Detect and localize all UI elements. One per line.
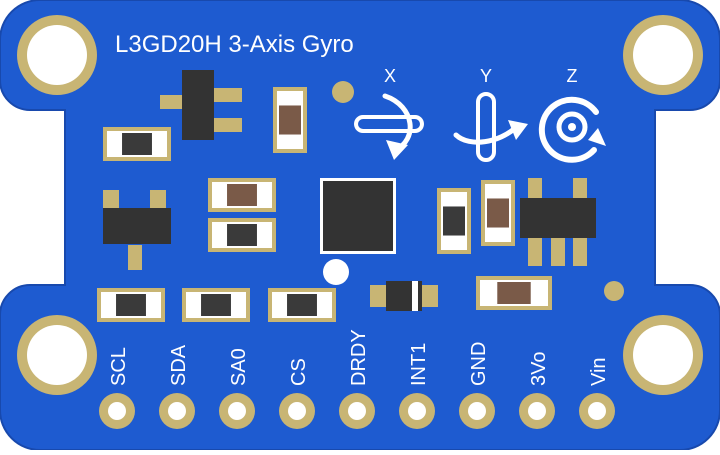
smd-resistor	[182, 288, 250, 322]
axis-label-z: Z	[567, 66, 578, 86]
mounting-hole-bottom-left	[17, 315, 97, 395]
pin-pad-3vo[interactable]	[519, 393, 555, 429]
pin-label-int1: INT1	[408, 343, 430, 386]
ceramic-capacitor	[273, 87, 307, 153]
pin-label-sda: SDA	[168, 344, 190, 386]
smd-resistor	[97, 288, 165, 322]
rotation-z-icon	[538, 96, 606, 163]
ceramic-capacitor	[476, 276, 552, 310]
sot-chip-right	[520, 178, 596, 266]
ceramic-capacitor	[481, 180, 515, 246]
pin-label-3vo: 3Vo	[528, 352, 550, 386]
pin-label-vin: Vin	[588, 357, 610, 386]
pin-pad-drdy[interactable]	[339, 393, 375, 429]
gyro-ic-chip	[320, 178, 396, 254]
smd-resistor	[103, 127, 171, 161]
transistor-chip	[103, 190, 171, 270]
regulator-chip	[160, 70, 242, 140]
pin-pad-sda[interactable]	[159, 393, 195, 429]
pin-pad-sa0[interactable]	[219, 393, 255, 429]
pin-pad-scl[interactable]	[99, 393, 135, 429]
mounting-hole-top-left	[17, 15, 97, 95]
board-title: L3GD20H 3-Axis Gyro	[115, 31, 354, 58]
smd-resistor	[208, 218, 276, 252]
axis-label-y: Y	[480, 66, 492, 86]
pin-label-gnd: GND	[468, 342, 490, 386]
fiducial-dot	[332, 81, 354, 103]
pin-label-cs: CS	[288, 358, 310, 386]
axis-label-x: X	[384, 66, 396, 86]
smd-resistor	[268, 288, 336, 322]
pin-pads	[99, 393, 615, 429]
mounting-hole-top-right	[623, 15, 703, 95]
fiducial-dot	[604, 281, 624, 301]
rotation-y-icon	[453, 92, 528, 162]
pin-label-scl: SCL	[108, 347, 130, 386]
pin-pad-vin[interactable]	[579, 393, 615, 429]
pin-pad-gnd[interactable]	[459, 393, 495, 429]
pin-pad-int1[interactable]	[399, 393, 435, 429]
smd-diode	[370, 281, 438, 311]
pin-labels: SCL SDA SA0 CS DRDY INT1 GND 3Vo Vin	[108, 329, 610, 386]
passive-components	[97, 87, 552, 322]
ceramic-capacitor	[208, 178, 276, 212]
smd-resistor	[437, 188, 471, 254]
pin-label-sa0: SA0	[228, 348, 250, 386]
pin1-marker-dot	[323, 259, 349, 285]
pin-pad-cs[interactable]	[279, 393, 315, 429]
pin-label-drdy: DRDY	[348, 329, 370, 386]
mounting-hole-bottom-right	[623, 315, 703, 395]
rotation-x-icon	[354, 93, 424, 160]
